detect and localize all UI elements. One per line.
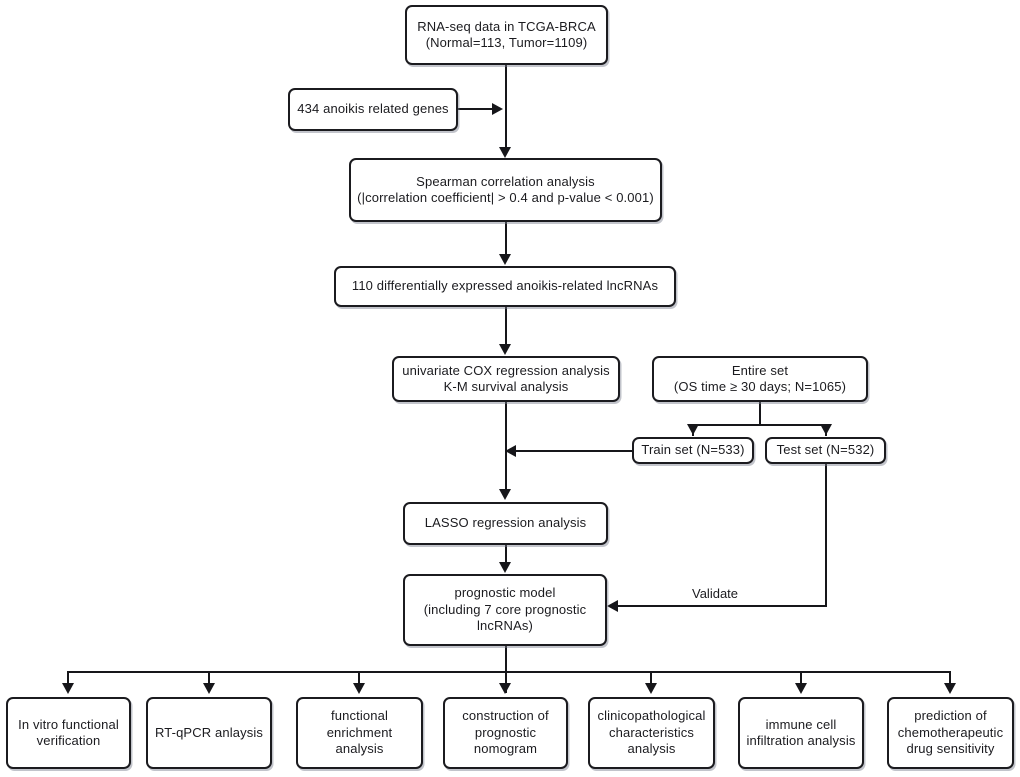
edge-entireset-split-bar bbox=[692, 424, 827, 426]
edge-trainset-to-trunk bbox=[513, 450, 633, 452]
edge-lncrnas-to-cox bbox=[505, 307, 507, 345]
edge-fanout-3 bbox=[358, 671, 360, 684]
node-anoikis-related-genes: 434 anoikis related genes bbox=[288, 88, 458, 131]
node-entire-set: Entire set (OS time ≥ 30 days; N=1065) bbox=[652, 356, 868, 402]
edge-fanout-1 bbox=[67, 671, 69, 684]
edge-entireset-down bbox=[759, 402, 761, 425]
node-prognostic-model: prognostic model (including 7 core progn… bbox=[403, 574, 607, 646]
node-downstream-immune-infiltration: immune cell infiltration analysis bbox=[738, 697, 864, 769]
arrowhead-fanout-1 bbox=[62, 683, 74, 694]
edge-fanout-2 bbox=[208, 671, 210, 684]
node-lasso-regression: LASSO regression analysis bbox=[403, 502, 608, 545]
edge-downstream-distribution-bar bbox=[67, 671, 951, 673]
node-rna-seq-data: RNA-seq data in TCGA-BRCA (Normal=113, T… bbox=[405, 5, 608, 65]
edge-rnaseq-to-spearman bbox=[505, 65, 507, 149]
node-downstream-rt-qpcr: RT-qPCR anlaysis bbox=[146, 697, 272, 769]
edge-fanout-6 bbox=[800, 671, 802, 684]
arrowhead-rnaseq-to-spearman bbox=[499, 147, 511, 158]
arrowhead-fanout-7 bbox=[944, 683, 956, 694]
node-downstream-nomogram: construction of prognostic nomogram bbox=[443, 697, 568, 769]
arrowhead-split-to-testset bbox=[820, 424, 832, 435]
node-de-lncrnas: 110 differentially expressed anoikis-rel… bbox=[334, 266, 676, 307]
arrowhead-genes-to-trunk bbox=[492, 103, 503, 115]
edge-model-to-fanout bbox=[505, 646, 507, 693]
edge-fanout-7 bbox=[949, 671, 951, 684]
edge-fanout-5 bbox=[650, 671, 652, 684]
edge-fanout-4 bbox=[505, 671, 507, 684]
edge-spearman-to-lncrnas bbox=[505, 222, 507, 255]
node-downstream-functional-enrichment: functional enrichment analysis bbox=[296, 697, 423, 769]
node-train-set: Train set (N=533) bbox=[632, 437, 754, 464]
arrowhead-trainset-to-trunk bbox=[505, 445, 516, 457]
node-cox-km-analysis: univariate COX regression analysis K-M s… bbox=[392, 356, 620, 402]
edge-lasso-to-model bbox=[505, 545, 507, 564]
edge-validate-to-model bbox=[616, 605, 827, 607]
arrowhead-cox-to-lasso bbox=[499, 489, 511, 500]
node-downstream-clinicopathological: clinicopathological characteristics anal… bbox=[588, 697, 715, 769]
arrowhead-split-to-trainset bbox=[687, 424, 699, 435]
arrowhead-spearman-to-lncrnas bbox=[499, 254, 511, 265]
node-downstream-drug-sensitivity: prediction of chemotherapeutic drug sens… bbox=[887, 697, 1014, 769]
node-spearman-correlation: Spearman correlation analysis (|correlat… bbox=[349, 158, 662, 222]
arrowhead-validate-to-model bbox=[607, 600, 618, 612]
arrowhead-fanout-2 bbox=[203, 683, 215, 694]
edge-label-validate: Validate bbox=[692, 586, 739, 601]
arrowhead-fanout-3 bbox=[353, 683, 365, 694]
node-test-set: Test set (N=532) bbox=[765, 437, 886, 464]
arrowhead-lasso-to-model bbox=[499, 562, 511, 573]
arrowhead-fanout-5 bbox=[645, 683, 657, 694]
edge-testset-down bbox=[825, 464, 827, 606]
arrowhead-fanout-6 bbox=[795, 683, 807, 694]
edge-genes-to-trunk bbox=[458, 108, 494, 110]
node-downstream-in-vitro: In vitro functional verification bbox=[6, 697, 131, 769]
arrowhead-fanout-4 bbox=[499, 683, 511, 694]
arrowhead-lncrnas-to-cox bbox=[499, 344, 511, 355]
